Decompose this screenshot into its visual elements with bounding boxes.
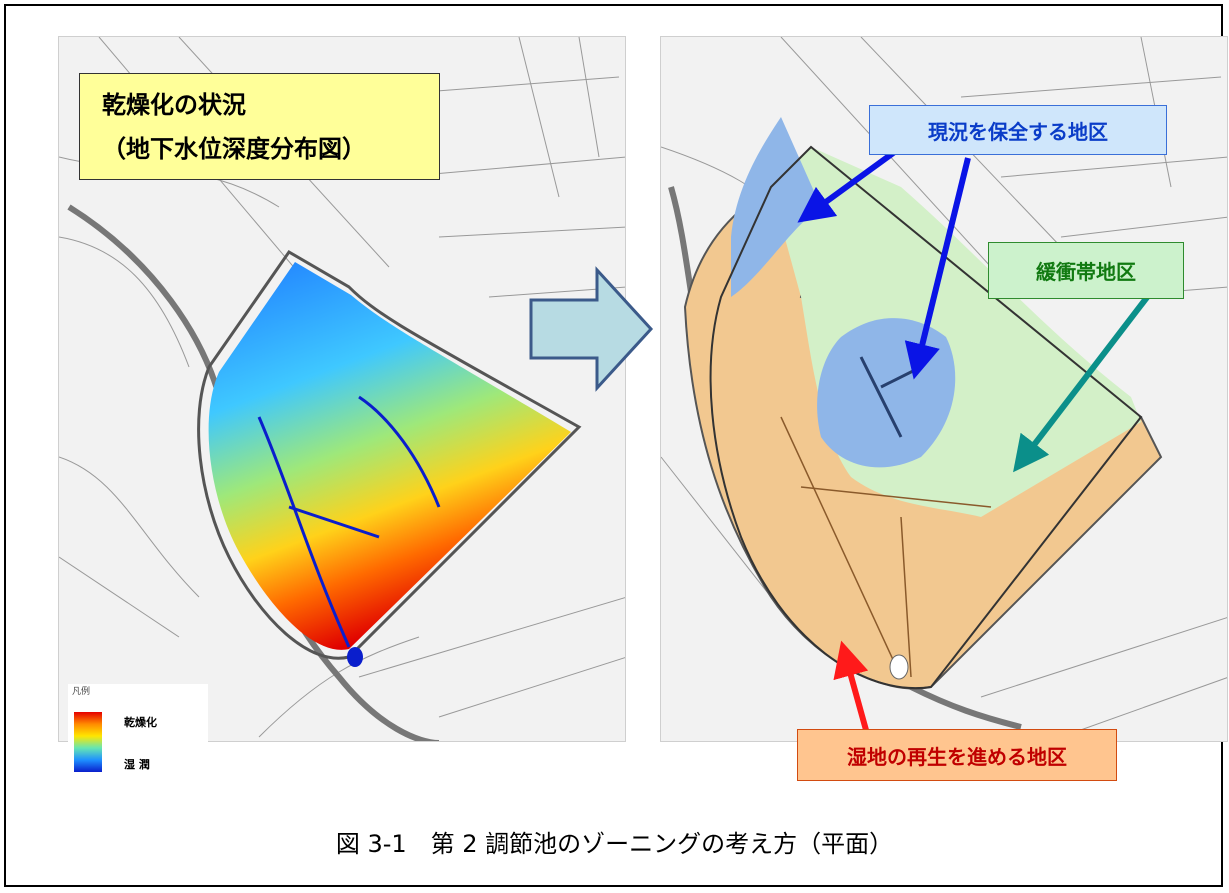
embankment <box>197 250 582 660</box>
transition-arrow-icon <box>529 266 654 392</box>
figure-caption: 図 3-1 第 2 調節池のゾーニングの考え方（平面） <box>335 830 894 858</box>
groundwater-depth-area <box>208 262 571 650</box>
preserve-zone-label: 現況を保全する地区 <box>869 105 1167 155</box>
legend-color-bar <box>74 712 102 772</box>
buffer-zone-label: 緩衝帯地区 <box>988 242 1184 299</box>
legend-title: 凡例 <box>72 687 91 697</box>
restore-zone-label: 湿地の再生を進める地区 <box>797 729 1117 781</box>
dryness-title-box: 乾燥化の状況 （地下水位深度分布図） <box>79 73 440 180</box>
legend: 凡例 乾燥化 湿 潤 <box>68 684 208 776</box>
preserve-zone-northwest <box>731 117 821 297</box>
legend-wet-label: 湿 潤 <box>124 758 150 771</box>
embankment <box>709 145 1143 690</box>
dryness-title: 乾燥化の状況 <box>102 90 246 119</box>
legend-dry-label: 乾燥化 <box>124 716 157 729</box>
dryness-subtitle: （地下水位深度分布図） <box>102 134 366 163</box>
